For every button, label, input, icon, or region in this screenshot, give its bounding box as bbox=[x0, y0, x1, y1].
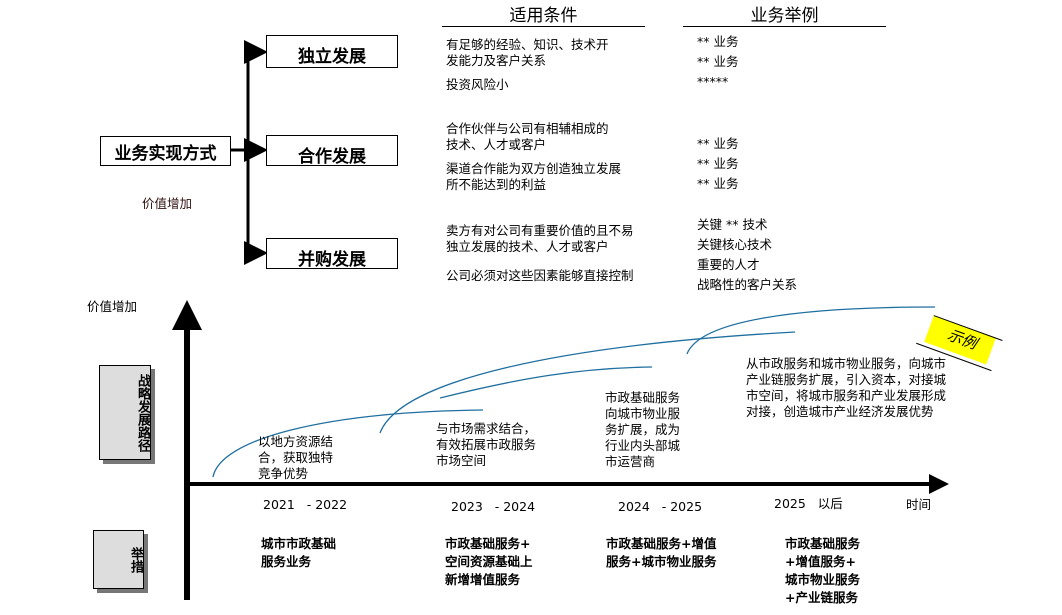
growth-curves bbox=[212, 306, 936, 478]
growth-curve-2 bbox=[379, 331, 796, 434]
stage-measures: 市政基础服务+增值服务+城市物业服务 bbox=[606, 536, 717, 569]
stage-period: 2024 - 2025 bbox=[618, 499, 703, 514]
examples-cooperation: ** 业务** 业务** 业务 bbox=[697, 136, 739, 191]
condition-text: 有足够的经验、知识、技术开发能力及客户关系 bbox=[446, 37, 609, 68]
mode-label: 独立发展 bbox=[298, 47, 366, 67]
condition-text: 卖方有对公司有重要价值的且不易独立发展的技术、人才或客户 bbox=[446, 223, 634, 254]
stage-measures: 市政基础服务+增值服务+城市物业服务+产业链服务 bbox=[785, 536, 861, 605]
growth-curve-3 bbox=[439, 366, 653, 399]
condition-text: 公司必须对这些因素能够直接控制 bbox=[446, 268, 634, 283]
condition-text: 投资风险小 bbox=[446, 77, 509, 92]
growth-curve-4 bbox=[686, 306, 936, 355]
condition-text: 合作伙伴与公司有相辅相成的技术、人才或客户 bbox=[446, 121, 609, 152]
stage-period: 2025 以后 bbox=[774, 496, 843, 511]
stage-path-text: 以地方资源结合，获取独特竞争优势 bbox=[258, 434, 334, 481]
sample-tag bbox=[916, 315, 1003, 372]
growth-curve-1 bbox=[212, 409, 484, 478]
stage-path-text: 市政基础服务向城市物业服务扩展，成为行业内头部城市运营商 bbox=[605, 390, 681, 469]
condition-text: 渠道合作能为双方创造独立发展所不能达到的利益 bbox=[446, 161, 622, 192]
tree-connectors bbox=[230, 40, 268, 265]
stage-period: 2021 - 2022 bbox=[263, 497, 348, 512]
row-label-measures: 举措 bbox=[93, 530, 144, 589]
header-conditions: 适用条件 bbox=[442, 6, 645, 27]
stage-measures: 城市市政基础服务业务 bbox=[261, 536, 337, 569]
header-examples: 业务举例 bbox=[683, 6, 886, 27]
stage-measures: 市政基础服务+空间资源基础上新增增值服务 bbox=[445, 536, 533, 587]
root-label: 业务实现方式 bbox=[114, 144, 217, 164]
root-box: 业务实现方式 bbox=[100, 136, 231, 166]
stage-path-text: 从市政服务和城市物业服务，向城市产业链服务扩展，引入资本，对接城市空间，将城市服… bbox=[746, 356, 947, 419]
examples-acquisition: 关键 ** 技术关键核心技术重要的人才战略性的客户关系 bbox=[697, 217, 798, 292]
mode-box-acquisition: 并购发展 bbox=[266, 238, 398, 270]
mode-box-cooperation: 合作发展 bbox=[266, 135, 398, 167]
mode-box-independent: 独立发展 bbox=[266, 35, 398, 68]
value-note: 价值增加 bbox=[142, 196, 193, 211]
x-axis-label: 时间 bbox=[906, 497, 932, 512]
y-axis-label: 价值增加 bbox=[87, 299, 138, 314]
mode-label: 并购发展 bbox=[298, 250, 366, 270]
row-label-path: 战略发展路径 bbox=[99, 365, 151, 460]
mode-label: 合作发展 bbox=[298, 147, 366, 167]
stage-period: 2023 - 2024 bbox=[451, 499, 536, 514]
stage-path-text: 与市场需求结合，有效拓展市政服务市场空间 bbox=[436, 421, 537, 468]
examples-independent: ** 业务** 业务***** bbox=[697, 34, 739, 89]
